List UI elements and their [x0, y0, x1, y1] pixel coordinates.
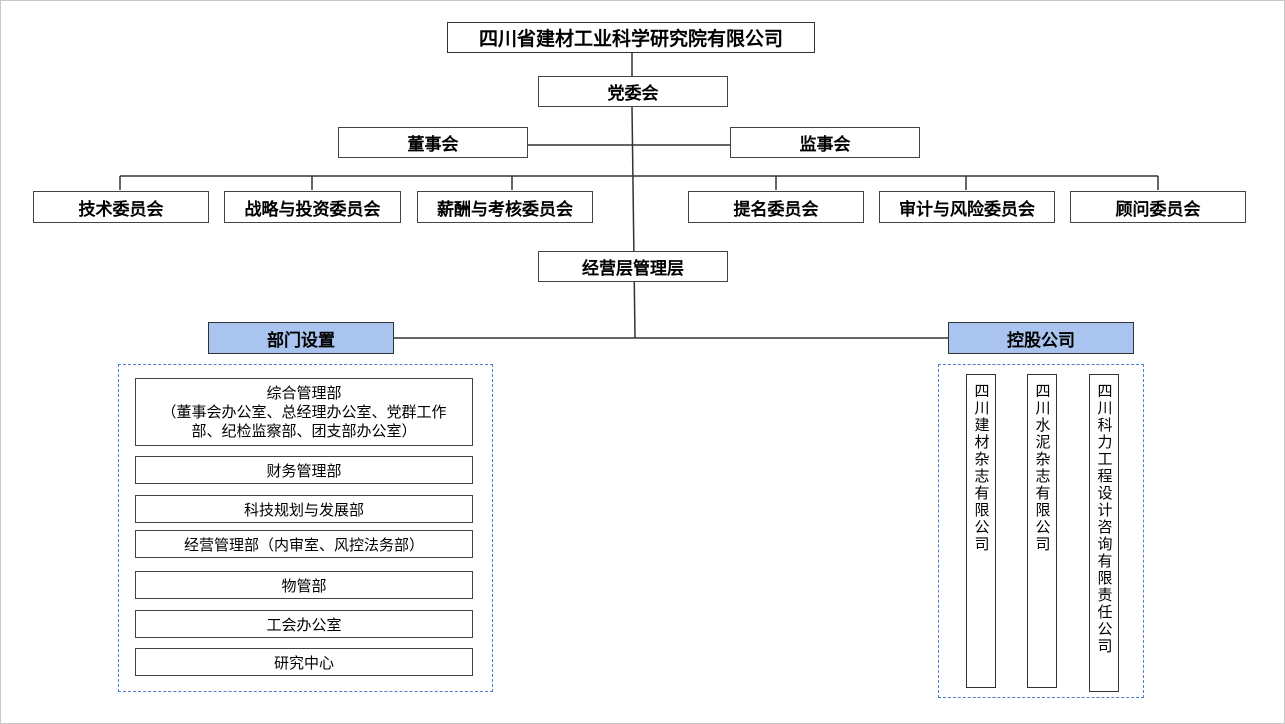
dept-label: 财务管理部	[266, 461, 342, 480]
company-name: 四川省建材工业科学研究院有限公司	[478, 28, 783, 50]
party-committee-box: 党委会	[538, 76, 728, 107]
holding-label: 四川科力工程设计咨询有限责任公司	[1095, 383, 1114, 655]
company-box: 四川省建材工业科学研究院有限公司	[447, 22, 815, 53]
committee-label: 审计与风险委员会	[899, 199, 1035, 220]
departments-group	[118, 364, 493, 692]
dept-sub-label: （董事会办公室、总经理办公室、党群工作	[161, 402, 447, 421]
holdings-header-label: 控股公司	[1007, 330, 1075, 351]
dept-label: 研究中心	[273, 653, 334, 672]
holding-sichuan-cement-magazine: 四川水泥杂志有限公司	[1027, 374, 1057, 688]
management-label: 经营层管理层	[582, 259, 684, 279]
dept-operations: 经营管理部（内审室、风控法务部）	[135, 530, 473, 558]
committee-nomination: 提名委员会	[688, 191, 864, 223]
dept-label: 工会办公室	[266, 615, 342, 634]
dept-label: 经营管理部（内审室、风控法务部）	[183, 535, 424, 554]
supervisory-board-label: 监事会	[799, 135, 851, 155]
dept-label: 综合管理部	[266, 383, 342, 402]
dept-general-management: 综合管理部 （董事会办公室、总经理办公室、党群工作 部、纪检监察部、团支部办公室…	[135, 378, 473, 446]
dept-label: 科技规划与发展部	[243, 500, 364, 519]
committee-label: 提名委员会	[733, 199, 819, 220]
management-box: 经营层管理层	[538, 251, 728, 282]
dept-label: 物管部	[281, 576, 327, 595]
holding-sichuan-building-materials-magazine: 四川建材杂志有限公司	[966, 374, 996, 688]
holdings-header: 控股公司	[948, 322, 1134, 354]
committee-label: 薪酬与考核委员会	[437, 199, 573, 220]
committee-strategy-investment: 战略与投资委员会	[224, 191, 401, 223]
board-box: 董事会	[338, 127, 528, 158]
committee-audit-risk: 审计与风险委员会	[879, 191, 1055, 223]
departments-header-label: 部门设置	[267, 330, 335, 351]
board-label: 董事会	[407, 135, 459, 155]
dept-finance: 财务管理部	[135, 456, 473, 484]
dept-research-center: 研究中心	[135, 648, 473, 676]
holding-label: 四川水泥杂志有限公司	[1033, 383, 1052, 553]
dept-property: 物管部	[135, 571, 473, 599]
committee-compensation: 薪酬与考核委员会	[417, 191, 593, 223]
committee-label: 战略与投资委员会	[244, 199, 381, 220]
holding-label: 四川建材杂志有限公司	[972, 383, 991, 553]
dept-sub-label: 部、纪检监察部、团支部办公室）	[191, 421, 417, 440]
committee-label: 技术委员会	[78, 199, 164, 220]
committee-label: 顾问委员会	[1115, 199, 1201, 220]
dept-union-office: 工会办公室	[135, 610, 473, 638]
committee-technology: 技术委员会	[33, 191, 209, 223]
departments-header: 部门设置	[208, 322, 394, 354]
dept-tech-planning: 科技规划与发展部	[135, 495, 473, 523]
supervisory-board-box: 监事会	[730, 127, 920, 158]
committee-advisory: 顾问委员会	[1070, 191, 1246, 223]
holdings-group	[938, 364, 1144, 698]
party-committee-label: 党委会	[607, 84, 659, 104]
holding-sichuan-keli-engineering: 四川科力工程设计咨询有限责任公司	[1089, 374, 1119, 692]
